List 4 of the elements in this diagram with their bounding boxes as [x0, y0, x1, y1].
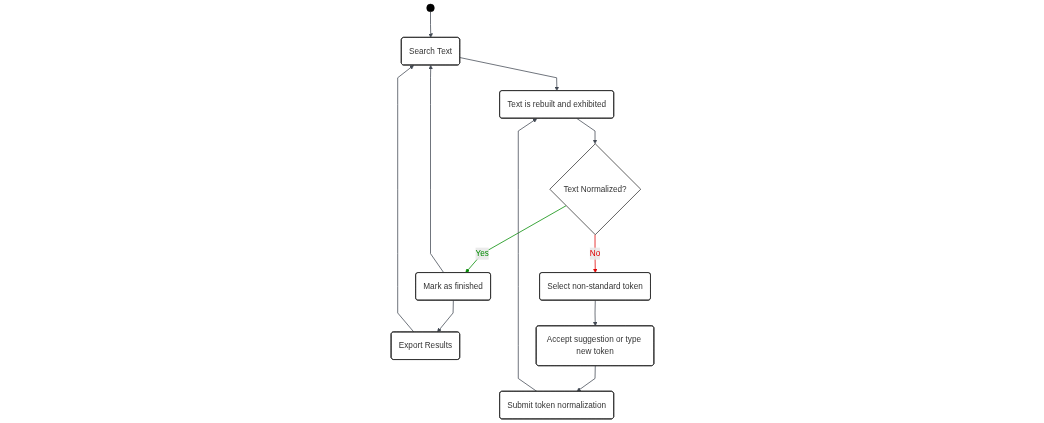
edge-label: No	[589, 249, 600, 258]
edge-label: Yes	[474, 249, 489, 258]
node-circle	[425, 3, 435, 13]
node-diamond: Text Normalized?	[548, 143, 641, 236]
